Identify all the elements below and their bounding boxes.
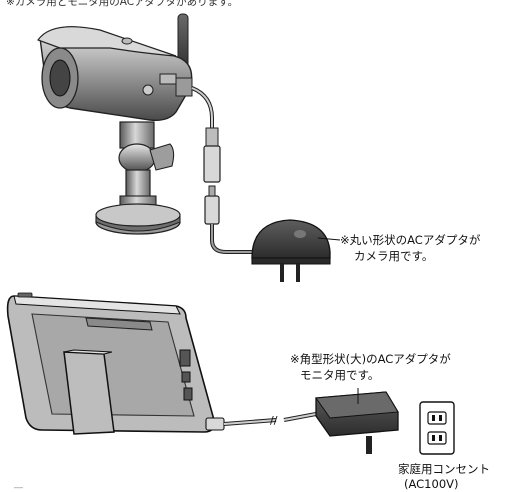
camera-dc-plug — [204, 195, 220, 225]
camera-dc-jack — [203, 145, 221, 183]
square-ac-adapter — [315, 388, 399, 454]
monitor-cable: // — [205, 412, 317, 431]
camera — [37, 13, 193, 235]
round-ac-adapter — [251, 219, 341, 282]
camera-adapter-note-line2: カメラ用です。 — [354, 249, 434, 263]
leader-line — [317, 237, 341, 241]
monitor-adapter-note-line2: モニタ用です。 — [300, 368, 380, 382]
wall-outlet — [419, 401, 455, 455]
ball-joint — [118, 143, 156, 173]
svg-text://: // — [270, 414, 278, 427]
monitor-adapter-note-line1: ※角型形状(大)のACアダプタが — [290, 352, 451, 366]
camera-cable — [191, 86, 256, 254]
outlet-label-line1: 家庭用コンセント — [398, 462, 490, 476]
outlet-label-line2: (AC100V) — [404, 477, 459, 491]
monitor — [6, 292, 216, 435]
svg-text:―: ― — [14, 483, 23, 492]
top-caption: ※カメラ用とモニタ用のACアダプタがあります。 — [6, 0, 239, 8]
camera-adapter-note-line1: ※丸い形状のACアダプタが — [340, 233, 481, 247]
